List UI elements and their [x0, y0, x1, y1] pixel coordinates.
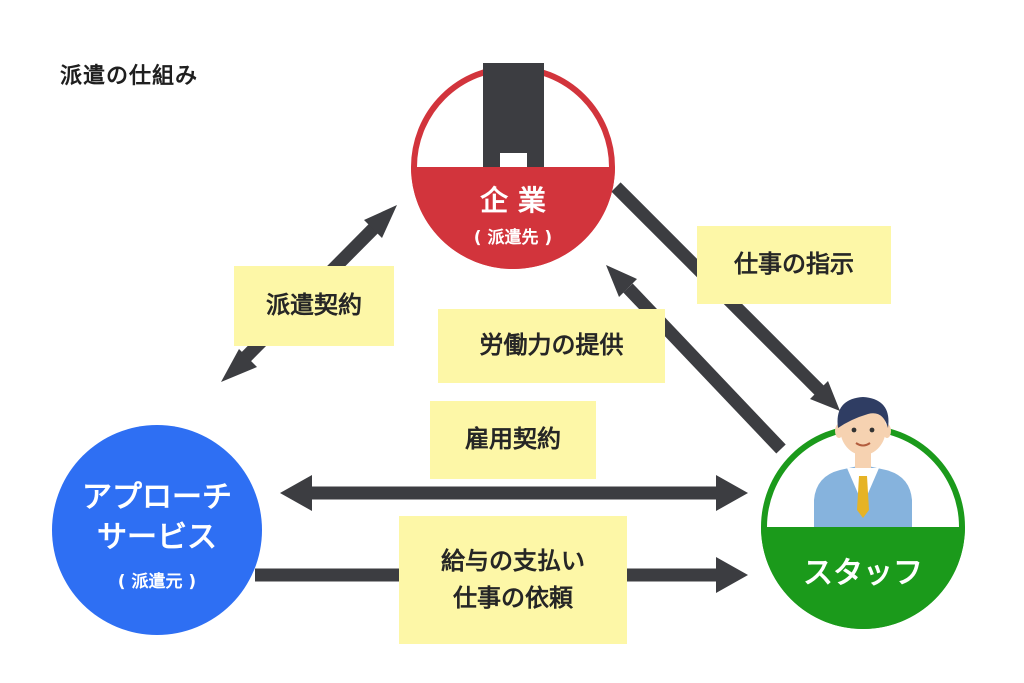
agency-role: ( 派遣元 ) — [117, 572, 197, 592]
staff-node — [761, 397, 965, 629]
label-work-instruction-text: 仕事の指示 — [734, 250, 854, 279]
client-name: 企 業 — [480, 184, 546, 217]
label-labor-provision-text: 労働力の提供 — [479, 331, 624, 360]
label-labor-provision: 労働力の提供 — [438, 309, 665, 383]
office-building-icon — [483, 63, 544, 167]
staff-name: スタッフ — [803, 556, 923, 591]
label-salary-line2: 仕事の依頼 — [453, 584, 573, 612]
label-dispatch-contract-text: 派遣契約 — [266, 291, 362, 320]
arrow-employment-contract — [280, 475, 748, 511]
label-salary-payment: 給与の支払い 仕事の依頼 — [399, 516, 627, 644]
agency-name-line2: サービス — [97, 520, 217, 555]
label-work-instruction: 仕事の指示 — [697, 226, 891, 304]
client-role: ( 派遣先 ) — [473, 228, 553, 248]
label-employment-contract-text: 雇用契約 — [465, 425, 561, 454]
businessman-icon — [814, 397, 912, 527]
page-title: 派遣の仕組み — [60, 64, 199, 89]
label-dispatch-contract: 派遣契約 — [234, 266, 394, 346]
agency-node — [52, 425, 262, 635]
label-salary-line1: 給与の支払い — [441, 546, 585, 575]
label-employment-contract: 雇用契約 — [430, 401, 596, 479]
agency-name-line1: アプローチ — [82, 480, 232, 515]
